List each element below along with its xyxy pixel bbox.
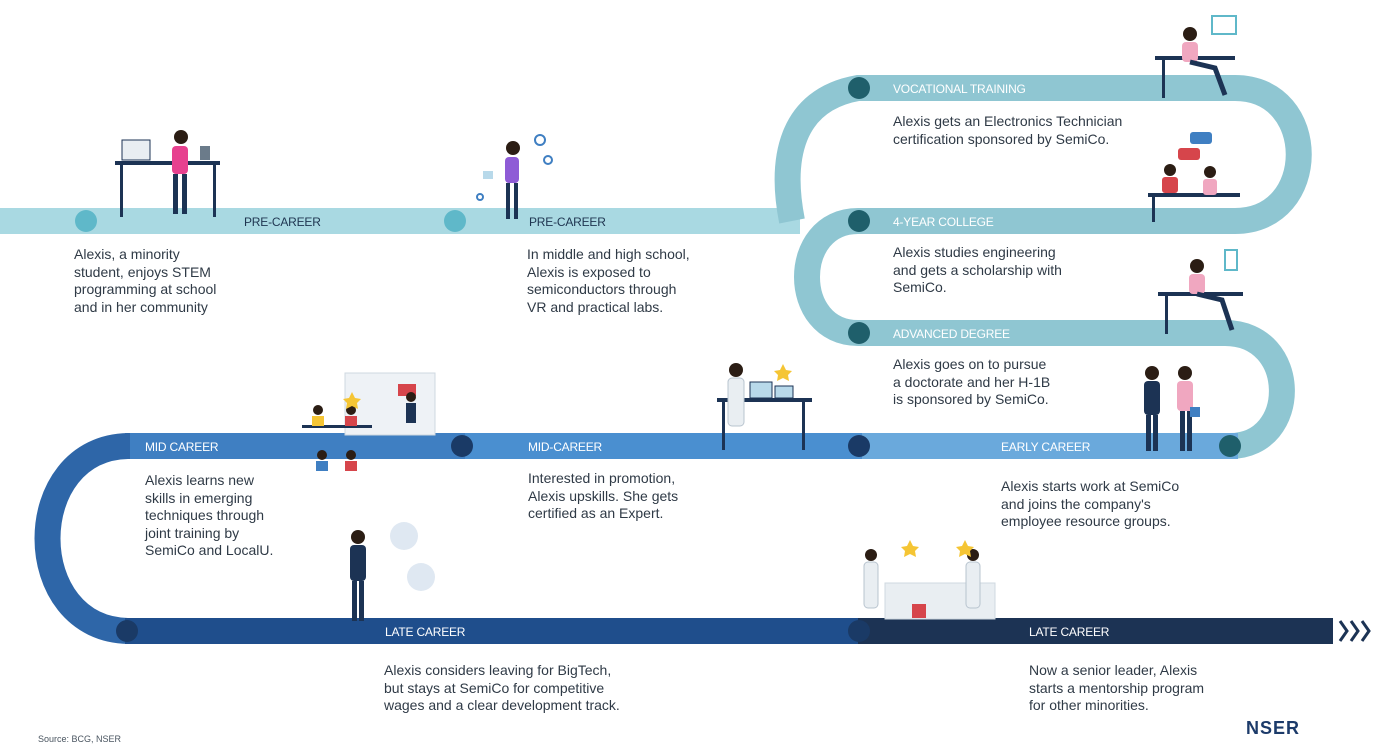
vr-student-illustration xyxy=(476,134,553,219)
stage-label-advanced-degree: ADVANCED DEGREE xyxy=(893,327,1010,341)
stage-label-pre-career-1: PRE-CAREER xyxy=(244,215,321,229)
stage-dot xyxy=(848,620,870,642)
stage-label-late-career-2: LATE CAREER xyxy=(1029,625,1110,639)
stage-description-late-career-1: Alexis considers leaving for BigTech,but… xyxy=(384,662,620,713)
stage-label-pre-career-2: PRE-CAREER xyxy=(529,215,606,229)
handshake-illustration xyxy=(1144,366,1200,451)
stage-label-late-career-1: LATE CAREER xyxy=(385,625,466,639)
track-mid-career-2 xyxy=(125,433,465,459)
stage-description-mid-career-1: Interested in promotion,Alexis upskills.… xyxy=(528,470,679,521)
stage-dot xyxy=(444,210,466,232)
stage-description-pre-career-2: In middle and high school,Alexis is expo… xyxy=(527,246,690,315)
advanced-degree-illustration xyxy=(1158,249,1243,334)
student-desk-illustration xyxy=(115,130,220,217)
stage-label-vocational-training: VOCATIONAL TRAINING xyxy=(893,82,1026,96)
stage-dot xyxy=(116,620,138,642)
training-illustration xyxy=(302,372,436,471)
stage-label-early-career: EARLY CAREER xyxy=(1001,440,1091,454)
stage-dot xyxy=(75,210,97,232)
college-illustration xyxy=(1148,132,1240,222)
vocational-illustration xyxy=(1155,15,1237,98)
source-note: Source: BCG, NSER xyxy=(38,734,122,744)
late-career-illustration xyxy=(350,522,435,621)
track-pre-career xyxy=(0,208,800,234)
stage-dot xyxy=(848,322,870,344)
stage-dot xyxy=(1219,435,1241,457)
stage-dot xyxy=(848,210,870,232)
track-early-career xyxy=(858,433,1238,459)
stage-label-mid-career-2: MID CAREER xyxy=(145,440,219,454)
track-mid-career xyxy=(462,433,862,459)
senior-leader-illustration xyxy=(863,540,996,620)
stage-dot xyxy=(848,77,870,99)
track-late-career-2 xyxy=(858,618,1333,644)
lab-illustration xyxy=(717,363,812,450)
stage-label-4-year-college: 4-YEAR COLLEGE xyxy=(893,215,994,229)
track-late-career xyxy=(125,618,860,644)
track-loop-left xyxy=(34,433,131,644)
stage-dot xyxy=(451,435,473,457)
stage-dot xyxy=(848,435,870,457)
stage-label-mid-career-1: MID-CAREER xyxy=(528,440,603,454)
chevron-arrows-icon xyxy=(1338,620,1371,642)
nser-logo: NSER xyxy=(1246,718,1301,738)
